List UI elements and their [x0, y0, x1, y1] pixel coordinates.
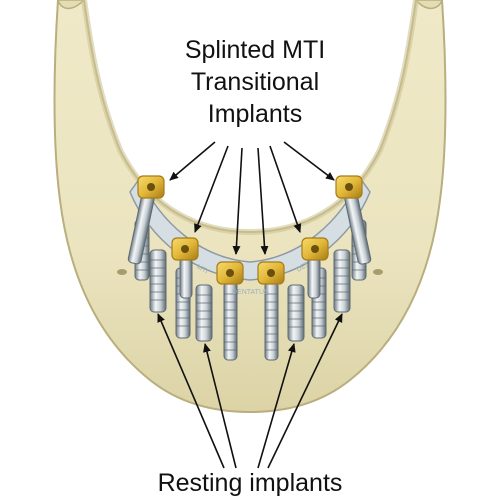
- arrow: [267, 313, 343, 469]
- implant: [333, 249, 351, 313]
- gold-clip: [301, 237, 329, 261]
- arrow: [157, 313, 225, 469]
- gold-clip: [171, 237, 199, 261]
- arrow: [232, 147, 243, 255]
- bottom-label: Resting implants: [157, 469, 343, 497]
- bar-text-left: MTI: [195, 264, 209, 276]
- implant: [195, 284, 213, 342]
- bar-text-center: DENTATUS: [232, 289, 269, 296]
- arrow: [283, 141, 335, 181]
- gold-clip: [216, 261, 244, 285]
- right-mental-foramen: [373, 269, 383, 275]
- arrow: [269, 145, 302, 233]
- implant: [149, 249, 167, 313]
- bottom-arrows: [157, 313, 343, 469]
- gold-clip: [257, 261, 285, 285]
- top-label-line: Implants: [207, 100, 303, 128]
- transitional-implants: [127, 175, 372, 299]
- transitional-implant: [179, 257, 193, 299]
- transitional-implant: [307, 257, 321, 299]
- mandible-inner-shadow: [81, 0, 419, 236]
- arrow: [257, 343, 296, 469]
- top-label-line: Transitional: [190, 68, 320, 96]
- arrow: [257, 147, 269, 255]
- top-arrows: [169, 141, 335, 255]
- arrow: [169, 141, 216, 181]
- gold-clip: [335, 175, 363, 199]
- implant: [287, 284, 305, 342]
- arrow: [203, 343, 237, 469]
- arrow: [194, 145, 229, 233]
- top-label-line: Splinted MTI: [184, 36, 326, 64]
- right-ramus-tip: [415, 0, 443, 10]
- top-label: Splinted MTI Transitional Implants: [150, 34, 360, 130]
- gold-clip: [137, 175, 165, 199]
- left-mental-foramen: [117, 269, 127, 275]
